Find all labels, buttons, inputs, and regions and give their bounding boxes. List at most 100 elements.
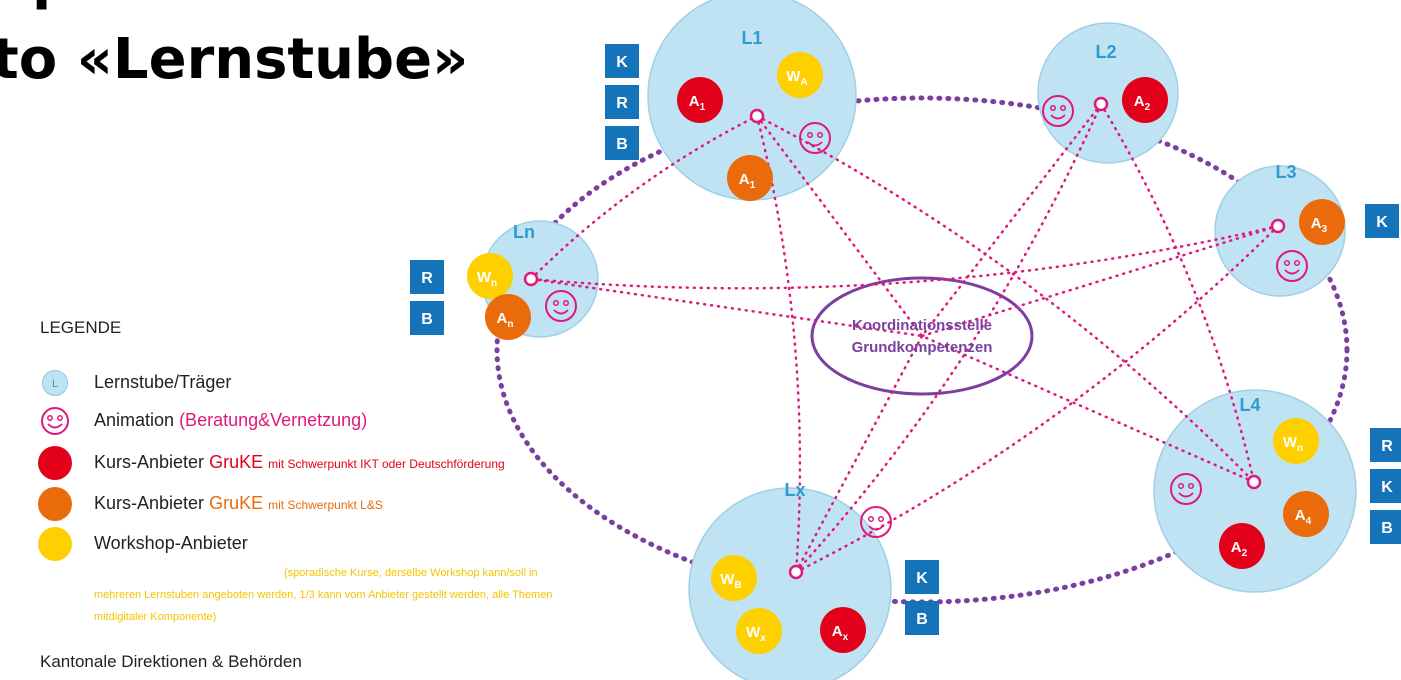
- legend-note: mit Schwerpunkt L&S: [268, 498, 383, 512]
- tag-ln-r: R: [410, 260, 444, 294]
- legend-label: Lernstube/Träger: [94, 372, 232, 392]
- tag-label: B: [1381, 520, 1393, 537]
- tag-l1-k: K: [605, 44, 639, 78]
- link-ln-center: [529, 277, 924, 338]
- member-node-l4-2: A2: [1219, 523, 1265, 569]
- tag-label: K: [916, 570, 928, 587]
- red-dot-icon: [38, 446, 72, 480]
- link-ln-l1: [529, 114, 759, 281]
- workshop-note: (sporadische Kurse, derselbe Workshop ka…: [94, 562, 554, 628]
- center-line-2: Grundkompetenzen: [852, 339, 993, 356]
- legend-accent: GruKE: [209, 452, 264, 472]
- link-lx-center: [794, 334, 924, 574]
- tag-label: B: [421, 311, 433, 328]
- link-l3-lx: [794, 224, 1280, 574]
- smiley-icon: [41, 407, 69, 435]
- smiley-icon: [860, 506, 892, 538]
- link-l2-l4: [1099, 102, 1256, 484]
- member-node-lx-2: Ax: [820, 607, 866, 653]
- legend-label: Animation: [94, 410, 175, 430]
- link-l1-l4: [755, 114, 1256, 484]
- tag-l1-b: B: [605, 126, 639, 160]
- lernstube-label-l3: L3: [1275, 162, 1296, 182]
- member-node-lx-1: Wx: [736, 608, 782, 654]
- link-l2-center: [920, 102, 1103, 338]
- link-l3-ln: [529, 224, 1280, 290]
- tag-ln-b: B: [410, 301, 444, 335]
- lernstube-label-l4: L4: [1239, 395, 1260, 415]
- member-label: Ax: [832, 623, 849, 643]
- member-label: A1: [739, 171, 756, 191]
- smiley-icon: [545, 290, 577, 322]
- tag-l4-k: K: [1370, 469, 1401, 503]
- tag-label: K: [1376, 214, 1388, 231]
- member-node-lx-0: WB: [711, 555, 757, 601]
- tag-l3-k: K: [1365, 204, 1399, 238]
- member-node-ln-1: An: [485, 294, 531, 340]
- member-node-l1-2: A1: [727, 155, 773, 201]
- hub-ring-icon: [1093, 96, 1109, 112]
- title-line-2: to «Lernstube»: [0, 27, 469, 92]
- lernstube-l2: [1037, 22, 1179, 164]
- tag-label: R: [616, 95, 628, 112]
- smiley-icon: [1276, 250, 1308, 282]
- member-label: A4: [1295, 507, 1312, 527]
- smiley-icon: [1170, 473, 1202, 505]
- hub-ring-icon: [1270, 218, 1286, 234]
- yellow-dot-icon: [38, 527, 72, 561]
- tag-l1-r: R: [605, 85, 639, 119]
- tag-lx-b: B: [905, 601, 939, 635]
- smiley-icon: [1042, 95, 1074, 127]
- tag-label: R: [1381, 438, 1393, 455]
- member-node-l3-0: A3: [1299, 199, 1345, 245]
- tag-label: R: [421, 270, 433, 287]
- tag-lx-k: K: [905, 560, 939, 594]
- member-label: A1: [689, 93, 706, 113]
- center-line-1: Koordinationsstelle: [852, 317, 992, 334]
- member-label: Wn: [477, 269, 497, 289]
- lernstube-label-l2: L2: [1095, 42, 1116, 62]
- member-label: WA: [786, 68, 807, 88]
- tag-label: K: [616, 54, 628, 71]
- smiley-icon: [799, 122, 831, 154]
- legend-heading: LEGENDE: [40, 318, 122, 337]
- hub-ring-icon: [523, 271, 539, 287]
- member-label: Wx: [746, 624, 766, 644]
- tag-l4-r: R: [1370, 428, 1401, 462]
- member-label: Wn: [1283, 434, 1303, 454]
- tag-label: B: [916, 611, 928, 628]
- legend-label: Workshop-Anbieter: [94, 533, 248, 553]
- link-l4-center: [920, 334, 1256, 484]
- member-node-l4-1: A4: [1283, 491, 1329, 537]
- link-l3-center: [920, 224, 1280, 338]
- lernstube-symbol-icon: L: [42, 370, 68, 396]
- legend-accent: GruKE: [209, 493, 264, 513]
- footer-label: Kantonale Direktionen & Behörden: [40, 652, 302, 671]
- member-node-l1-1: WA: [777, 52, 823, 98]
- member-node-l1-0: A1: [677, 77, 723, 123]
- orange-dot-icon: [38, 487, 72, 521]
- tag-label: B: [616, 136, 628, 153]
- legend-accent: (Beratung&Vernetzung): [179, 410, 368, 430]
- legend-label: Kurs-Anbieter: [94, 493, 205, 513]
- member-label: WB: [720, 571, 741, 591]
- hub-ring-icon: [788, 564, 804, 580]
- member-label: An: [497, 310, 514, 330]
- legend-note: mit Schwerpunkt IKT oder Deutschförderun…: [268, 457, 505, 471]
- lernstube-label-l1: L1: [741, 28, 762, 48]
- member-label: A3: [1311, 215, 1328, 235]
- legend-label: Kurs-Anbieter: [94, 452, 205, 472]
- member-node-l4-0: Wn: [1273, 418, 1319, 464]
- lernstube-label-ln: Ln: [513, 222, 535, 242]
- member-node-ln-0: Wn: [467, 253, 513, 299]
- hub-ring-icon: [1246, 474, 1262, 490]
- member-label: A2: [1134, 93, 1151, 113]
- legend-note: (sporadische Kurse, derselbe Workshop ka…: [94, 567, 553, 623]
- hub-ring-icon: [749, 108, 765, 124]
- tag-label: K: [1381, 479, 1393, 496]
- title-line-1: p: [32, 0, 72, 8]
- link-l2-lx: [794, 102, 1103, 574]
- lernstube-label-lx: Lx: [784, 480, 805, 500]
